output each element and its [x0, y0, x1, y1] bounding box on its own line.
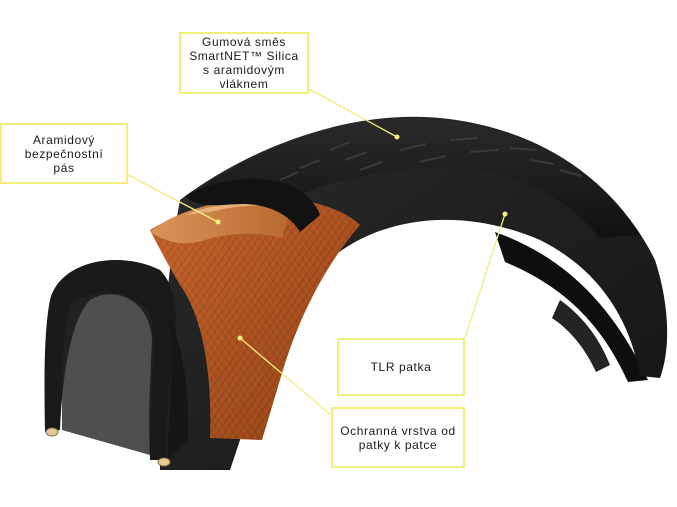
callout-belt-line-3: pás [53, 160, 75, 175]
bead-tip-left [45, 427, 59, 437]
callout-tlr-line-1: TLR patka [370, 360, 432, 374]
leader-dots [215, 134, 508, 341]
callout-tlr-bead: TLR patka [337, 338, 465, 396]
tread-cut-edge [185, 178, 320, 232]
tire-inner-liner [62, 293, 153, 455]
leader-belt [127, 174, 219, 223]
aramid-belt-edge [185, 203, 290, 215]
callout-belt-line-2: bezpečnostní [24, 146, 104, 161]
tire-far-inner-wall [495, 232, 648, 382]
callout-protection-line-2: patky k patce [358, 437, 438, 452]
callout-protection-layer: Ochranná vrstva od patky k patce [331, 407, 465, 468]
callout-rubber-compound: Gumová směs SmartNET™ Silica s aramidový… [179, 32, 309, 94]
leader-tlr [464, 213, 506, 339]
leader-protection [239, 337, 332, 416]
dot-belt [215, 219, 221, 225]
callout-rubber-line-1: Gumová směs [202, 35, 286, 49]
callout-belt-line-1: Aramidový [32, 132, 96, 147]
callout-protection-line-1: Ochranná vrstva od [340, 423, 456, 438]
casing-weave-texture-2 [150, 196, 360, 440]
dot-rubber [394, 134, 400, 140]
leader-lines [127, 83, 506, 416]
tread-grooves [279, 137, 583, 181]
callout-aramid-belt: Aramidový bezpečnostní pás [0, 123, 128, 184]
callout-rubber-line-3: s aramidovým [203, 63, 285, 77]
callout-rubber-line-4: vláknem [219, 77, 269, 91]
leader-rubber [299, 83, 398, 138]
bead-tip-right [157, 457, 171, 467]
dot-protection [237, 335, 243, 341]
callout-rubber-line-2: SmartNET™ Silica [189, 49, 299, 63]
tire-far-bead [552, 300, 610, 372]
tire-near-sidewall [160, 300, 189, 460]
dot-tlr [502, 211, 508, 217]
